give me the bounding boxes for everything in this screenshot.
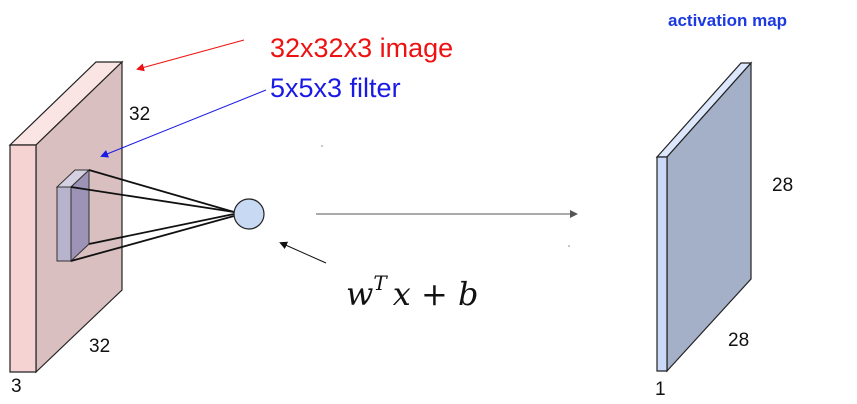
formula-arrow <box>279 241 327 264</box>
activation-map-front <box>656 156 668 372</box>
activation-map-volume <box>655 61 753 373</box>
speck <box>568 245 570 247</box>
filter-volume <box>55 168 91 263</box>
filter-front <box>56 186 72 262</box>
output-depth-label: 1 <box>655 379 666 400</box>
filter-label-arrow <box>100 89 267 158</box>
formula-transpose: T <box>373 271 388 295</box>
filter-label: 5x5x3 filter <box>270 73 401 103</box>
formula-rest: x + b <box>393 275 479 313</box>
activation-map-side <box>666 61 752 373</box>
input-volume-front <box>9 144 37 373</box>
formula-weight: w <box>346 275 373 313</box>
input-depth-label: 3 <box>11 376 22 397</box>
receptive-field-lines <box>70 169 235 262</box>
output-width-label: 28 <box>728 330 749 351</box>
neuron <box>233 198 265 230</box>
image-label: 32x32x3 image <box>270 33 453 63</box>
image-label-arrow <box>136 39 245 72</box>
input-width-label: 32 <box>89 336 110 357</box>
output-height-label: 28 <box>772 175 793 196</box>
svg-text:wTx + b: wTx + b <box>346 271 478 313</box>
speck <box>321 145 323 147</box>
activation-map-title: activation map <box>668 11 787 30</box>
input-height-label: 32 <box>129 104 150 125</box>
